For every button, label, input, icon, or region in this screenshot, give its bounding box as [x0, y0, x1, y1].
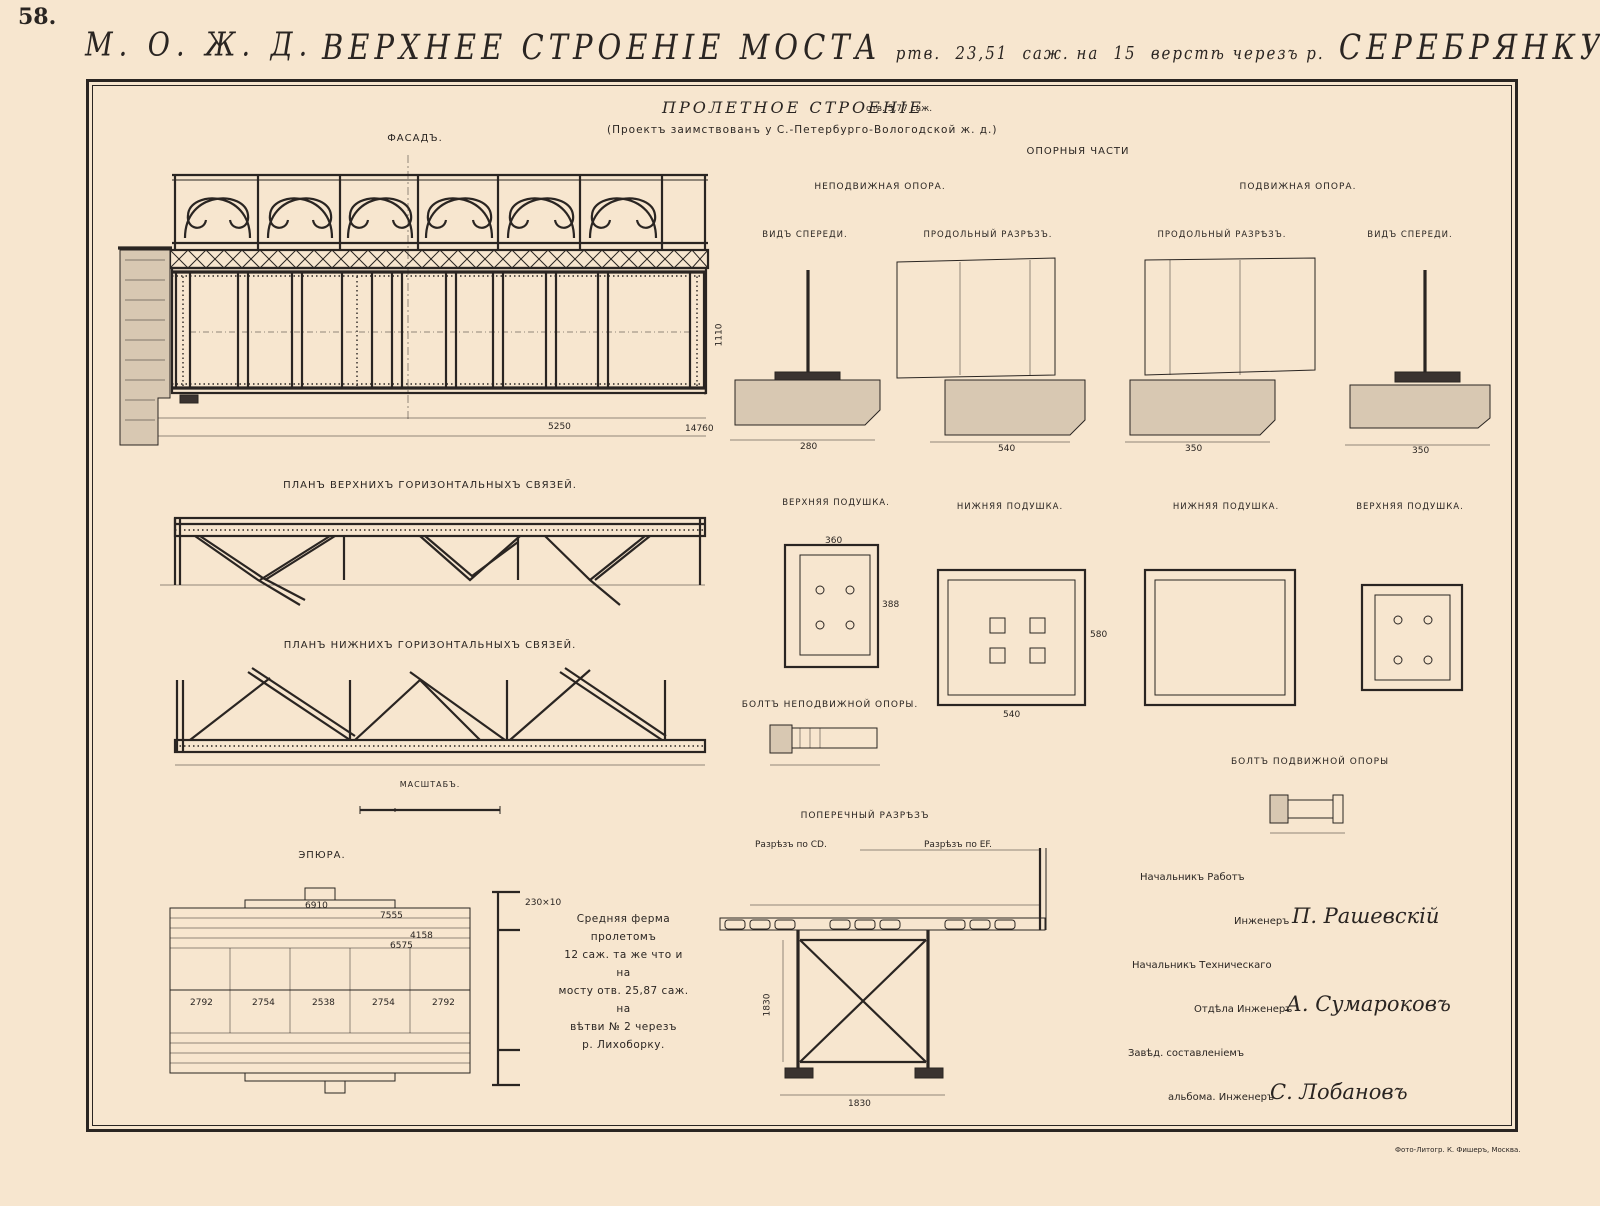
dim-plate-sizes: 230×10 [525, 898, 562, 908]
bearings-label: ОПОРНЫЯ ЧАСТИ [1026, 146, 1130, 157]
upper-pad-1-label: ВЕРХНЯЯ ПОДУШКА. [782, 498, 890, 508]
signature-2-name: А. Сумароковъ [1286, 992, 1451, 1016]
upper-pad-2-drawing [1360, 583, 1464, 692]
fixed-bearing-long-section [896, 257, 1086, 443]
dim-diag-a: 2792 [190, 998, 213, 1008]
lower-bracing-label: ПЛАНЪ НИЖНИХЪ ГОРИЗОНТАЛЬНЫХЪ СВЯЗЕЙ. [283, 640, 577, 651]
dim-diag-e: 2792 [432, 998, 455, 1008]
rivet-rows [172, 272, 706, 388]
middle-truss-note: Средняя ферма пролетомъ 12 саж. та же чт… [556, 910, 691, 1054]
movable-bearing-long-section [1125, 257, 1316, 443]
signature-2-role: Начальникъ Техническаго [1132, 960, 1272, 971]
section-ef-label: Разрѣзъ по EF. [924, 840, 993, 850]
signature-3-title: альбома. Инженеръ [1168, 1092, 1275, 1103]
fixed-bolt-label: БОЛТЪ НЕПОДВИЖНОЙ ОПОРЫ. [741, 700, 919, 710]
sheet-frame-inner [92, 85, 1512, 1126]
long-section-1-label: ПРОДОЛЬНЫЙ РАЗРѢЗЪ. [923, 230, 1053, 240]
scale-label: МАСШТАБЪ. [399, 780, 461, 789]
title-part-b: ртв. [895, 42, 942, 64]
cross-section-drawing [719, 848, 1047, 1096]
dim-diag-r2: 4158 [410, 931, 433, 941]
long-section-2-label: ПРОДОЛЬНЫЙ РАЗРѢЗЪ. [1157, 230, 1287, 240]
printer-credit: Фото-Литогр. К. Фишеръ, Москва. [1395, 1146, 1521, 1154]
railway-abbreviation: М. О. Ж. Д. [85, 26, 314, 65]
title-part-g: СЕРЕБРЯНКУ [1338, 26, 1600, 68]
upper-pad-1-drawing [783, 543, 880, 669]
dim-pad-top: 360 [825, 536, 843, 546]
dim-cross-width: 1830 [848, 1099, 871, 1109]
movable-bolt-drawing [1269, 794, 1345, 834]
facade-label: ФАСАДЪ. [387, 133, 443, 144]
movable-bearing-label: ПОДВИЖНАЯ ОПОРА. [1239, 182, 1357, 192]
signature-1-name: П. Рашевскій [1292, 904, 1440, 928]
lower-pad-1-drawing [936, 568, 1087, 707]
lower-pad-2-drawing [1143, 568, 1297, 707]
cross-section-label: ПОПЕРЕЧНЫЙ РАЗРѢЗЪ [800, 811, 930, 821]
sheet-frame [86, 79, 1518, 1132]
dim-diag-top: 6910 [305, 901, 328, 911]
note-line-1: Средняя ферма пролетомъ [576, 913, 671, 943]
upper-bracing-drawing [160, 516, 707, 606]
dim-facade-span: 5250 [548, 422, 571, 432]
scale-bar [359, 806, 501, 814]
fixed-bearing-label: НЕПОДВИЖНАЯ ОПОРА. [814, 182, 946, 192]
dim-diag-d: 2754 [372, 998, 395, 1008]
signature-3-name: С. Лобановъ [1270, 1080, 1408, 1104]
dim-cross-height: 1830 [762, 993, 773, 1017]
epure-label: ЭПЮРА. [298, 850, 346, 861]
sheet-title: ВЕРХНЕЕ СТРОЕНІЕ МОСТА ртв. 23,51 саж. н… [322, 27, 1600, 68]
note-line-3: мосту отв. 25,87 саж. на [558, 985, 689, 1015]
section-cd-label: Разрѣзъ по CD. [755, 840, 827, 850]
railing-posts [173, 175, 707, 250]
signature-3-role: Завѣд. составленіемъ [1128, 1048, 1245, 1059]
epure-drawing [169, 887, 520, 1094]
dim-facade-total: 14760 [685, 424, 714, 434]
dim-diag-r3: 6575 [390, 941, 413, 951]
title-part-c: 23,51 [955, 42, 1009, 64]
fixed-bearing-front-view [730, 270, 881, 441]
dim-diag-b: 2754 [252, 998, 275, 1008]
lower-bracing-drawing [173, 667, 707, 766]
facade-drawing [118, 155, 710, 446]
dim-pad-side: 388 [882, 600, 900, 610]
dim-lower-pad-side: 580 [1090, 630, 1108, 640]
lower-pad-2-label: НИЖНЯЯ ПОДУШКА. [1172, 502, 1280, 512]
note-line-2: 12 саж. та же что и на [564, 949, 683, 979]
note-line-4: вѣтви № 2 черезъ [570, 1021, 677, 1033]
movable-bolt-label: БОЛТЪ ПОДВИЖНОЙ ОПОРЫ [1230, 757, 1390, 767]
title-part-d: саж. на [1022, 42, 1100, 64]
web-stiffeners [174, 270, 706, 390]
signature-2-title: Отдѣла Инженеръ [1194, 1004, 1293, 1015]
dim-diag-c: 2538 [312, 998, 335, 1008]
dim-bearing-w4: 350 [1412, 446, 1430, 456]
title-part-e: 15 [1113, 42, 1137, 64]
lower-pad-1-label: НИЖНЯЯ ПОДУШКА. [956, 502, 1064, 512]
railing-scrolls [183, 197, 658, 239]
fixed-bolt-drawing [769, 724, 880, 766]
front-view-2-label: ВИДЪ СПЕРЕДИ. [1367, 230, 1453, 240]
dim-bearing-w2: 540 [998, 444, 1016, 454]
span-structure-opening: отв. 5,77 саж. [866, 104, 933, 114]
dim-diag-r1: 7555 [380, 911, 403, 921]
signature-1-title: Инженеръ [1234, 916, 1290, 927]
signature-1-role: Начальникъ Работъ [1140, 872, 1245, 883]
dim-bearing-w3: 350 [1185, 444, 1203, 454]
title-part-f: верстѣ черезъ р. [1150, 42, 1325, 64]
movable-bearing-front-view [1345, 270, 1491, 446]
upper-bracing-label: ПЛАНЪ ВЕРХНИХЪ ГОРИЗОНТАЛЬНЫХЪ СВЯЗЕЙ. [283, 480, 577, 491]
dim-bearing-w1: 280 [800, 442, 818, 452]
dim-lower-pad: 540 [1003, 710, 1021, 720]
front-view-1-label: ВИДЪ СПЕРЕДИ. [762, 230, 848, 240]
note-line-5: р. Лихоборку. [582, 1039, 665, 1051]
dim-facade-height: 1110 [714, 323, 725, 347]
plate-number: 58. [18, 4, 57, 30]
span-structure-title: ПРОЛЕТНОЕ СТРОЕНІЕ [662, 98, 924, 117]
title-part-a: ВЕРХНЕЕ СТРОЕНІЕ МОСТА [322, 26, 882, 68]
project-source-note: (Проектъ заимствованъ у С.-Петербурго-Во… [607, 124, 998, 136]
upper-pad-2-label: ВЕРХНЯЯ ПОДУШКА. [1356, 502, 1464, 512]
